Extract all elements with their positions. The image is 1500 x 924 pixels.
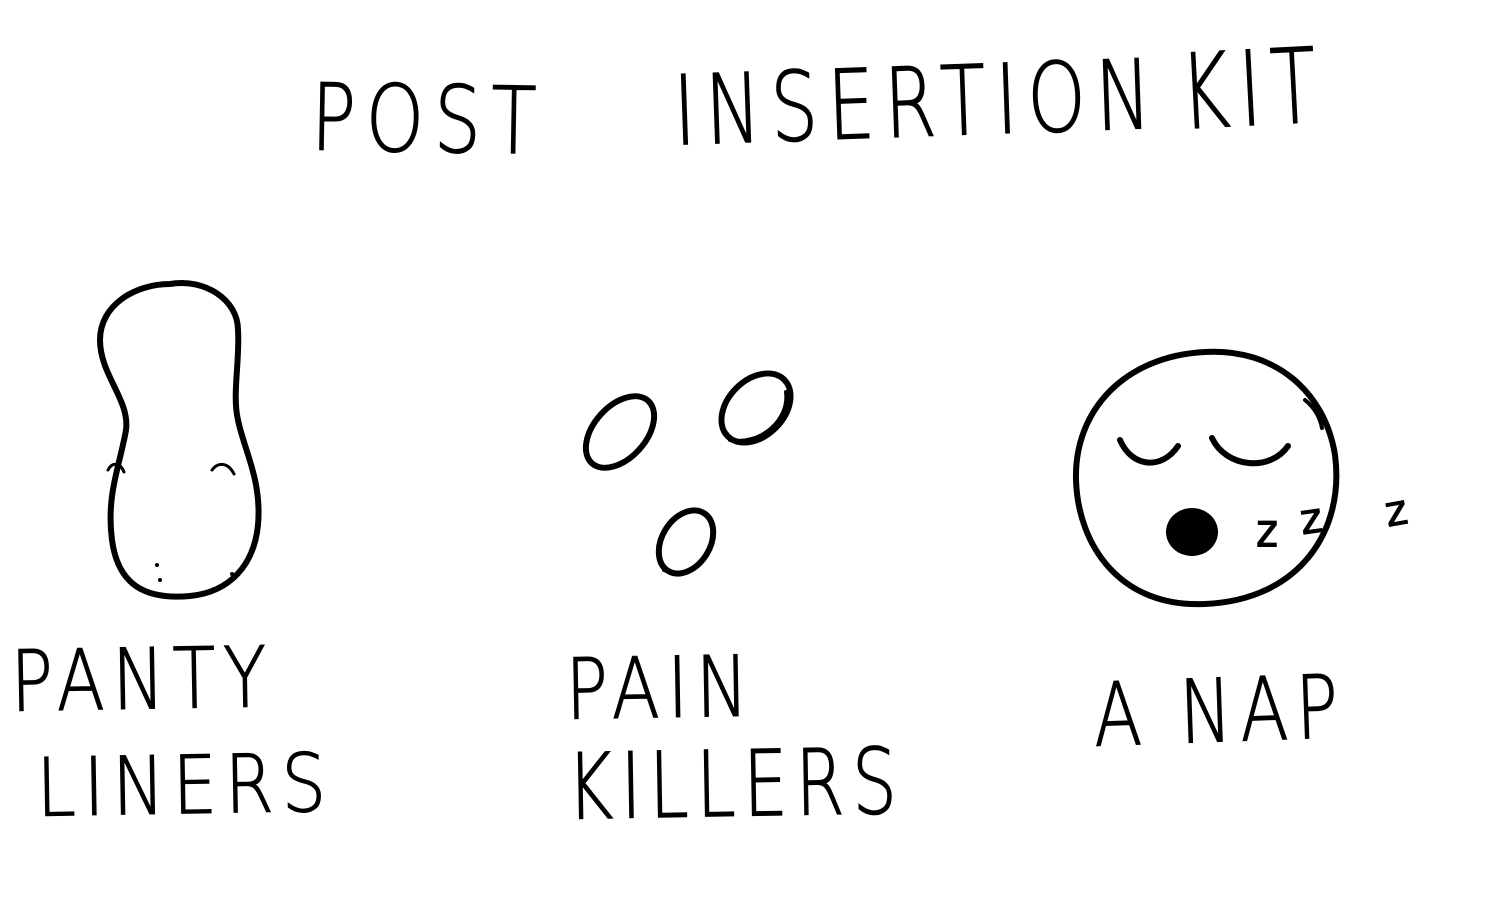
item-label-panty-line2: LINERS: [35, 735, 335, 836]
item-label-pain-line2: KILLERS: [565, 728, 906, 842]
sleeping-face-icon: [1072, 348, 1340, 608]
title-word-insertion: INSERTION: [671, 39, 1163, 169]
yawning-mouth: [1166, 508, 1218, 556]
title-word-kit: KIT: [1177, 25, 1330, 154]
item-label-pain-line1: PAIN: [564, 637, 758, 740]
item-label-nap: A NAP: [1091, 655, 1348, 767]
item-label-panty-line1: PANTY: [9, 628, 276, 732]
pills-icon: [582, 370, 794, 577]
panty-liner-icon: [97, 280, 262, 600]
sleep-z-1: z: [1255, 503, 1279, 558]
title-word-post: POST: [310, 64, 548, 177]
